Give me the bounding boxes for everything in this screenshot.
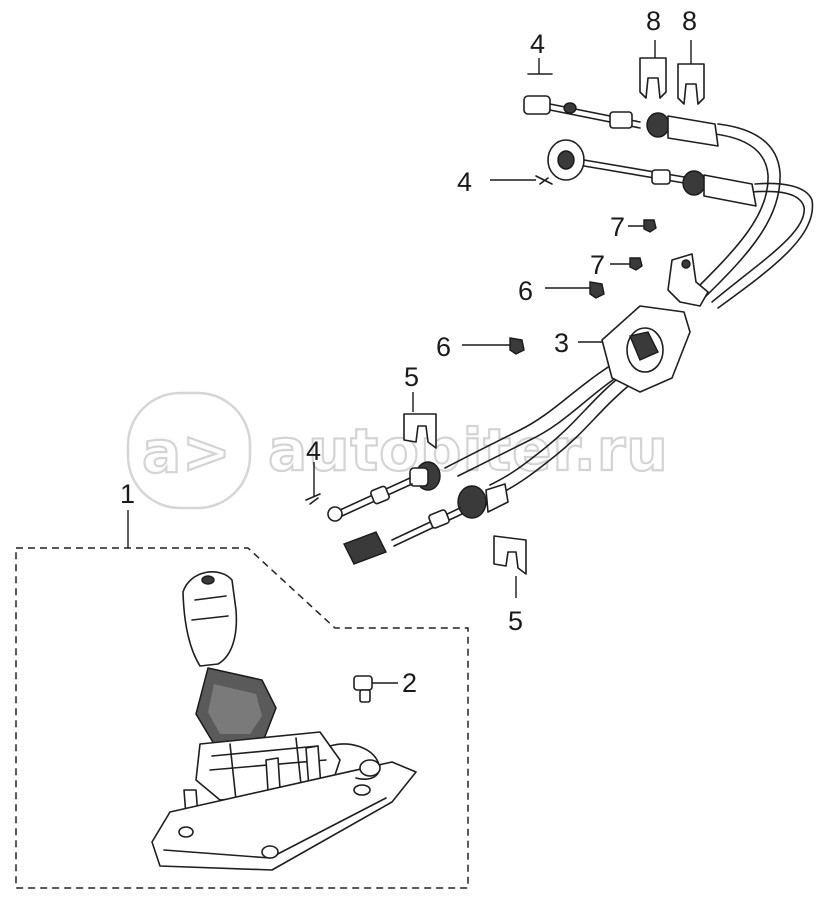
callout-1: 1 xyxy=(120,479,135,509)
callout-3: 3 xyxy=(554,328,569,358)
clip-5-upper xyxy=(403,392,437,449)
pin-4-top xyxy=(527,58,553,75)
bolt-6-lower xyxy=(462,337,525,355)
callout-7-lower: 7 xyxy=(590,250,605,280)
clip-5-lower xyxy=(493,535,527,598)
watermark-logo-text: a> xyxy=(142,418,232,486)
assembly-boundary xyxy=(15,547,469,889)
clip-8-right xyxy=(677,40,705,105)
bolt-2 xyxy=(353,675,398,703)
pin-4-lower xyxy=(305,462,321,505)
callout-labels: 1 2 3 4 4 4 5 5 6 6 7 7 8 8 xyxy=(120,6,697,698)
cable-end-lower-b xyxy=(343,483,509,565)
shift-cables xyxy=(444,123,814,495)
callout-5-lower: 5 xyxy=(508,606,523,636)
bolt-7-lower xyxy=(610,257,643,271)
callout-7-upper: 7 xyxy=(610,212,625,242)
callout-5-upper: 5 xyxy=(404,362,419,392)
bolt-7-upper xyxy=(628,219,657,233)
bolt-6-upper xyxy=(545,281,605,299)
cable-end-lower-a xyxy=(327,461,441,522)
callout-6-lower: 6 xyxy=(436,332,451,362)
cable-end-upper xyxy=(523,95,719,147)
autopiter-logo-icon xyxy=(126,391,252,510)
cable-end-lower-top xyxy=(547,139,757,207)
callout-4-top: 4 xyxy=(530,29,545,59)
callout-8-right: 8 xyxy=(682,6,697,36)
callout-2: 2 xyxy=(402,668,417,698)
pin-4-middle xyxy=(490,175,553,185)
callout-8-left: 8 xyxy=(646,6,661,36)
clip-8-left xyxy=(639,40,667,99)
gear-shifter-assembly xyxy=(151,571,417,871)
cable-bracket-3 xyxy=(578,253,709,393)
callout-6-upper: 6 xyxy=(518,276,533,306)
watermark: a> autopiter.ru xyxy=(126,391,669,510)
callout-4-lower: 4 xyxy=(306,436,321,466)
watermark-text: autopiter.ru xyxy=(268,416,669,484)
callout-4-middle: 4 xyxy=(457,167,472,197)
